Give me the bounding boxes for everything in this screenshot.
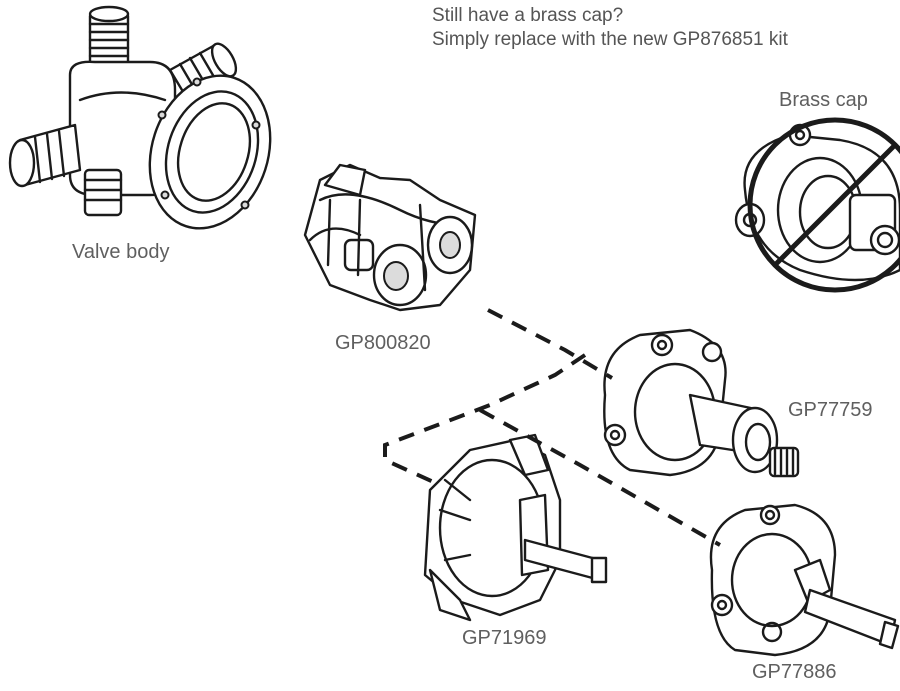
label-gp77759: GP77759 xyxy=(788,399,873,421)
label-brass-cap: Brass cap xyxy=(779,89,868,111)
label-valve-body: Valve body xyxy=(72,241,170,263)
label-gp77886: GP77886 xyxy=(752,661,837,683)
label-gp800820: GP800820 xyxy=(335,332,431,354)
brass-cap-note-line2: Simply replace with the new GP876851 kit xyxy=(432,28,788,50)
gp800820-drawing xyxy=(303,163,477,312)
gp77886-drawing xyxy=(709,503,900,657)
label-gp71969: GP71969 xyxy=(462,627,547,649)
assembly-guide-lines xyxy=(383,308,721,547)
valve-body-drawing xyxy=(8,5,272,230)
brass-cap-note-line1: Still have a brass cap? xyxy=(432,5,624,26)
brass-cap-note: Still have a brass cap? Simply replace w… xyxy=(432,4,788,52)
brass-cap-drawing xyxy=(734,117,900,293)
gp77759-drawing xyxy=(603,328,800,478)
gp71969-drawing xyxy=(423,433,608,622)
